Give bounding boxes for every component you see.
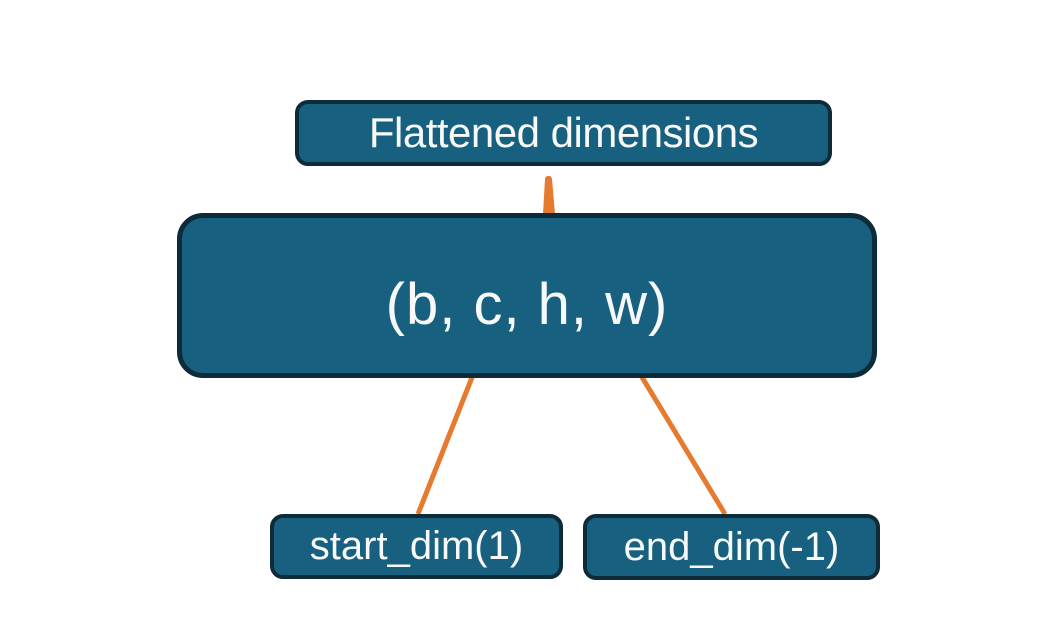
- node-start-dim-label: start_dim(1): [309, 524, 524, 568]
- node-flattened-dimensions: Flattened dimensions: [295, 100, 832, 166]
- node-tensor-shape: (b, c, h, w): [177, 213, 877, 378]
- node-tensor-shape-label: (b, c, h, w): [385, 272, 669, 337]
- node-end-dim-label: end_dim(-1): [623, 524, 840, 569]
- node-start-dim: start_dim(1): [270, 514, 563, 579]
- node-flattened-dimensions-label: Flattened dimensions: [368, 109, 759, 156]
- node-end-dim: end_dim(-1): [583, 514, 880, 580]
